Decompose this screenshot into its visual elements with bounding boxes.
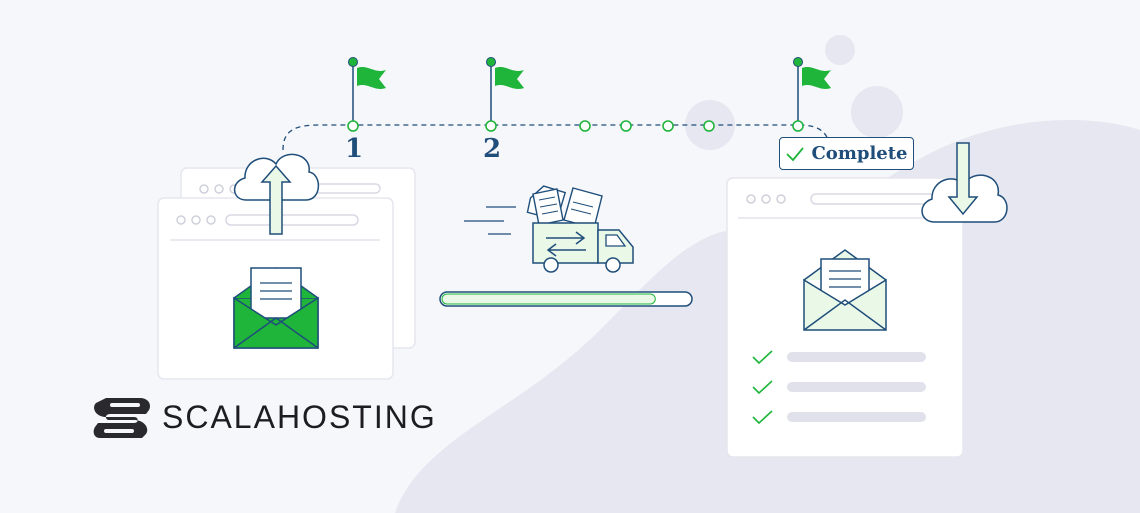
flag-icon bbox=[793, 57, 831, 125]
step-2-label: 2 bbox=[483, 134, 502, 164]
cloud-download-icon bbox=[921, 142, 1008, 223]
checklist-bar bbox=[787, 352, 926, 362]
motion-lines bbox=[464, 206, 516, 235]
brand-logo: SCALAHOSTING bbox=[92, 395, 437, 439]
checklist-bar bbox=[787, 412, 926, 422]
brand-name: SCALAHOSTING bbox=[162, 398, 437, 435]
cloud-upload-icon bbox=[233, 153, 320, 235]
scalahosting-logo-icon bbox=[93, 398, 150, 438]
path-node bbox=[485, 120, 497, 132]
status-badge: Complete bbox=[779, 137, 914, 170]
truck-icon bbox=[526, 185, 634, 273]
transfer-progress-bar bbox=[439, 291, 693, 307]
envelope-icon bbox=[233, 267, 319, 349]
checklist-item bbox=[752, 410, 926, 425]
check-icon bbox=[786, 146, 805, 161]
progress-fill bbox=[441, 293, 656, 305]
flag-icon bbox=[348, 57, 386, 125]
check-icon bbox=[752, 350, 773, 365]
checklist-item bbox=[752, 350, 926, 365]
path-node bbox=[792, 120, 804, 132]
check-icon bbox=[752, 410, 773, 425]
status-label: Complete bbox=[811, 143, 908, 164]
check-icon bbox=[752, 380, 773, 395]
checklist bbox=[752, 350, 926, 425]
path-node bbox=[347, 120, 359, 132]
path-node bbox=[703, 120, 715, 132]
checklist-bar bbox=[787, 382, 926, 392]
step-1-label: 1 bbox=[345, 134, 364, 164]
envelope-icon bbox=[803, 249, 887, 331]
path-node bbox=[579, 120, 591, 132]
decor-circle bbox=[825, 35, 855, 65]
path-node bbox=[662, 120, 674, 132]
document-icon bbox=[532, 188, 564, 226]
path-nodes bbox=[347, 120, 804, 132]
document-icon bbox=[563, 187, 603, 229]
flag-icon bbox=[486, 57, 524, 125]
path-node bbox=[620, 120, 632, 132]
migration-path bbox=[282, 124, 829, 151]
decor-circle bbox=[851, 86, 903, 138]
checklist-item bbox=[752, 380, 926, 395]
